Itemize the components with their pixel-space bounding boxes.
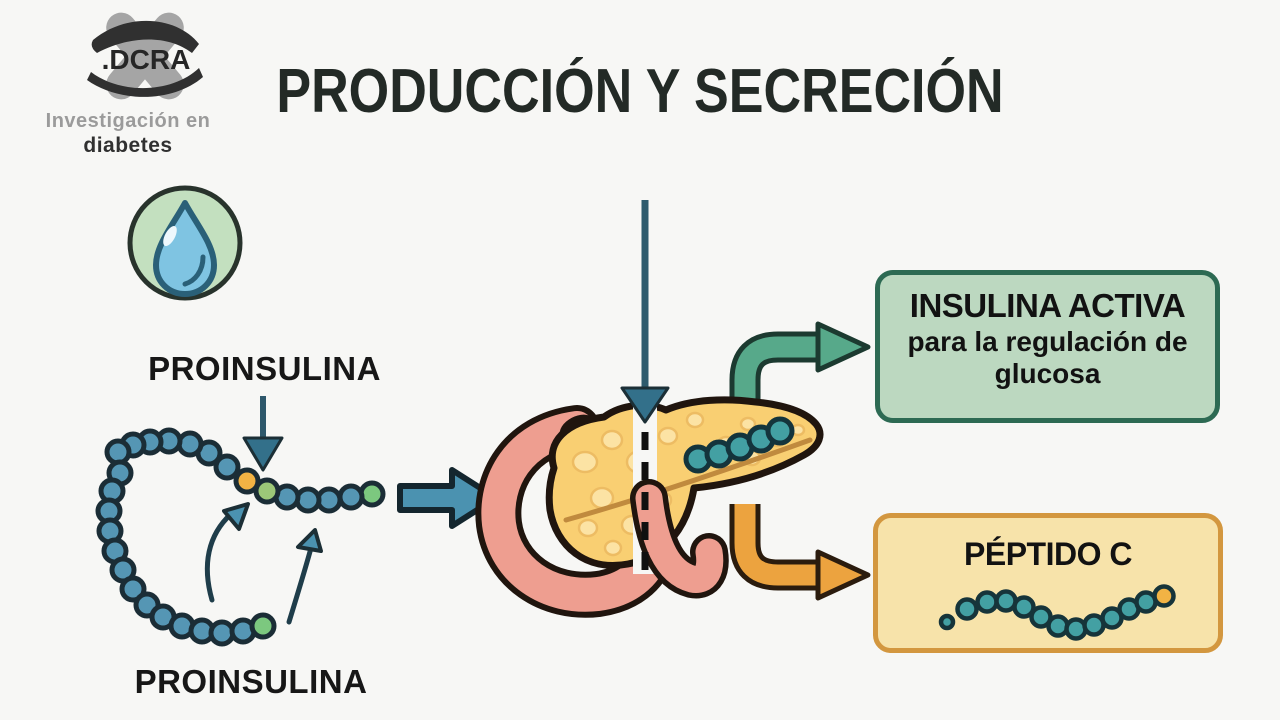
logo-tagline-line2: diabetes — [83, 134, 173, 157]
insulin-secretion-arrow-icon — [729, 321, 871, 414]
c-peptide-chain — [938, 584, 1176, 641]
logo-brand-text: .DCRA — [102, 44, 191, 75]
dcra-logo-icon: .DCRA — [87, 12, 203, 100]
dcra-logo: .DCRA — [15, 0, 245, 110]
peptido-c-box: PÉPTIDO C — [873, 513, 1223, 653]
pancreas-icon — [475, 396, 824, 618]
fold-arrow-left-icon — [204, 502, 250, 603]
arrow-right-block-icon — [397, 467, 499, 529]
insulina-box-subtitle: para la regulación de glucosa — [907, 326, 1188, 389]
logo-tagline-line1: Investigación en — [45, 110, 211, 132]
proinsulina-label-top: PROINSULINA — [148, 350, 381, 387]
page-title: PRODUCCIÓN Y SECRECIÓN — [276, 57, 1004, 126]
insulina-box-title: INSULINA ACTIVA — [909, 287, 1186, 324]
arrow-down-small-icon — [242, 396, 284, 472]
fold-arrow-right-icon — [286, 528, 323, 625]
arrow-down-long-icon — [620, 200, 670, 424]
insulina-activa-box: INSULINA ACTIVA para la regulación de gl… — [875, 270, 1220, 423]
proinsulina-label-bottom: PROINSULINA — [134, 663, 368, 700]
droplet-icon — [127, 185, 243, 301]
c-peptide-secretion-arrow-icon — [729, 504, 871, 601]
pancreas-tail-beads — [683, 416, 795, 474]
peptido-box-title: PÉPTIDO C — [964, 536, 1132, 572]
proinsulin-chain — [95, 427, 386, 647]
